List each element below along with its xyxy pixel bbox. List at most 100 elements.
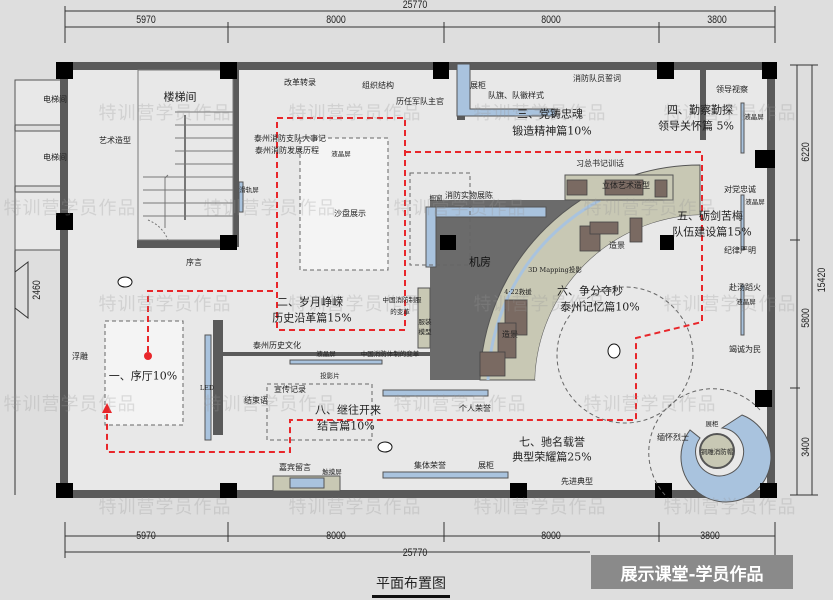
dim-top-4: 3800	[707, 14, 727, 26]
label-rescue: 4·22救援	[504, 287, 532, 296]
watermark: 特训营学员作品	[203, 198, 337, 219]
label-uniform-2: 的变革	[390, 307, 410, 316]
label-lcd: 液晶屏	[331, 149, 351, 158]
watermark: 特训营学员作品	[473, 497, 607, 518]
route-start-dot	[144, 352, 152, 360]
zone-3-subtitle: 锻造精神篇10%	[512, 124, 592, 138]
dim-right-2: 5800	[800, 308, 812, 328]
dim-bottom-3: 8000	[541, 530, 561, 542]
watermark: 特训营学员作品	[663, 103, 797, 124]
dim-bottom-total: 25770	[402, 547, 428, 559]
watermark: 特训营学员作品	[288, 294, 422, 315]
dim-right-1: 6220	[800, 142, 812, 162]
elevator-rooms	[14, 79, 66, 251]
showcases	[204, 63, 745, 479]
label-group-honor: 集体荣誉	[414, 461, 446, 470]
watermark: 特训营学员作品	[98, 497, 232, 518]
bronze-helmet-stand	[699, 433, 735, 469]
dim-bottom-4: 3800	[700, 530, 720, 542]
stairs	[137, 69, 234, 241]
label-reform: 改革转录	[284, 78, 316, 87]
zone-4-title: 四、勤察勤探	[667, 103, 733, 117]
label-sand-table: 沙盘展示	[334, 209, 366, 218]
label-serve: 竭诚为民	[729, 345, 761, 354]
label-preface: 序言	[186, 258, 202, 267]
zone-8-subtitle: 结言篇10%	[317, 419, 375, 433]
label-art-3d: 立体艺术造型	[602, 181, 650, 190]
label-flags: 队旗、队徽样式	[488, 91, 544, 100]
zone-1-title: 一、序厅10%	[108, 369, 178, 383]
watermark: 特训营学员作品	[583, 198, 717, 219]
watermark: 特训营学员作品	[583, 394, 717, 415]
person-figure-icon	[117, 276, 621, 453]
label-touch-screen: 触摸屏	[322, 467, 342, 476]
label-scenery: 造景	[502, 330, 518, 339]
label-model-2: 模型	[418, 327, 432, 336]
zone-6-title: 六、争分夺秒	[557, 284, 623, 298]
label-commanders: 历任军队主官	[396, 97, 444, 106]
dim-bottom-1: 5970	[136, 530, 156, 542]
dim-top-2: 8000	[326, 14, 346, 26]
label-fire: 赴汤蹈火	[729, 283, 761, 292]
watermark: 特训营学员作品	[663, 497, 797, 518]
dim-right-3: 3400	[800, 437, 812, 457]
label-showcase: 展柜	[470, 81, 486, 90]
label-slide-screen: 滑轨屏	[239, 185, 259, 194]
watermark: 特训营学员作品	[203, 394, 337, 415]
label-events-2: 泰州消防发展历程	[255, 146, 319, 155]
label-models: 先进典型	[561, 477, 593, 486]
watermark: 特训营学员作品	[663, 294, 797, 315]
visit-route-path	[106, 117, 703, 453]
dim-top-total: 25770	[402, 0, 428, 11]
label-xi-speech: 习总书记训话	[576, 159, 624, 168]
label-lcd: 液晶屏	[745, 197, 765, 206]
label-personal-honor: 个人荣誉	[459, 404, 491, 413]
zone-4-subtitle: 领导关怀篇 5%	[658, 119, 734, 133]
label-closing: 结束语	[244, 396, 268, 405]
columns	[56, 62, 777, 498]
dim-bottom-2: 8000	[326, 530, 346, 542]
zone-5-title: 五、砺剑苦梅	[677, 209, 743, 223]
watermark: 特训营学员作品	[288, 497, 422, 518]
label-inspection: 领导视察	[716, 85, 748, 94]
zone-5-subtitle: 队伍建设篇15%	[672, 225, 752, 239]
room-machine: 机房	[469, 255, 491, 269]
label-taizhou-culture: 泰州历史文化	[253, 341, 301, 350]
dim-left: 2460	[31, 280, 43, 300]
label-showcase: 展柜	[478, 461, 494, 470]
badge: 展示课堂-学员作品	[591, 555, 793, 589]
label-art-shape: 艺术造型	[99, 136, 131, 145]
watermark: 特训营学员作品	[288, 103, 422, 124]
zone-2-subtitle: 历史沿革篇15%	[272, 311, 352, 325]
zone-2-title: 二、岁月峥嵘	[277, 295, 343, 309]
label-bronze-helmet: 铜雕消防帽	[700, 447, 734, 456]
room-elevator-2: 电梯间	[43, 153, 67, 162]
arc-showcase	[680, 414, 772, 503]
watermark: 特训营学员作品	[98, 103, 232, 124]
zone-outlines	[104, 137, 761, 496]
watermark: 特训营学员作品	[3, 198, 137, 219]
zone-3-title: 三、党铸忠魂	[517, 107, 583, 121]
label-discipline: 纪律严明	[724, 246, 756, 255]
label-org: 组织结构	[362, 81, 394, 90]
label-showcase: 展柜	[705, 419, 719, 428]
dim-top-1: 5970	[136, 14, 156, 26]
zone-6-subtitle: 泰州记忆篇10%	[560, 300, 640, 314]
label-oath: 消防队员誓词	[573, 74, 621, 83]
label-lcd: 液晶屏	[316, 349, 336, 358]
label-events-1: 泰州消防支队大事记	[254, 134, 326, 143]
watermark: 特训营学员作品	[393, 198, 527, 219]
label-uniform-1: 中国消防制服	[382, 295, 422, 304]
label-equipment: 消防实物展陈	[445, 191, 493, 200]
watermark: 特训营学员作品	[473, 294, 607, 315]
label-led: LED	[199, 383, 215, 392]
label-scenery: 造景	[609, 241, 625, 250]
label-lcd: 液晶屏	[736, 297, 756, 306]
label-projection: 投影片	[320, 371, 340, 380]
label-lcd: 液晶屏	[744, 112, 764, 121]
label-system-reform: 中国消防体制的变革	[360, 349, 420, 358]
zone-7-subtitle: 典型荣耀篇25%	[512, 450, 592, 464]
label-window: 橱窗	[429, 193, 443, 202]
label-relief: 浮雕	[72, 352, 88, 361]
